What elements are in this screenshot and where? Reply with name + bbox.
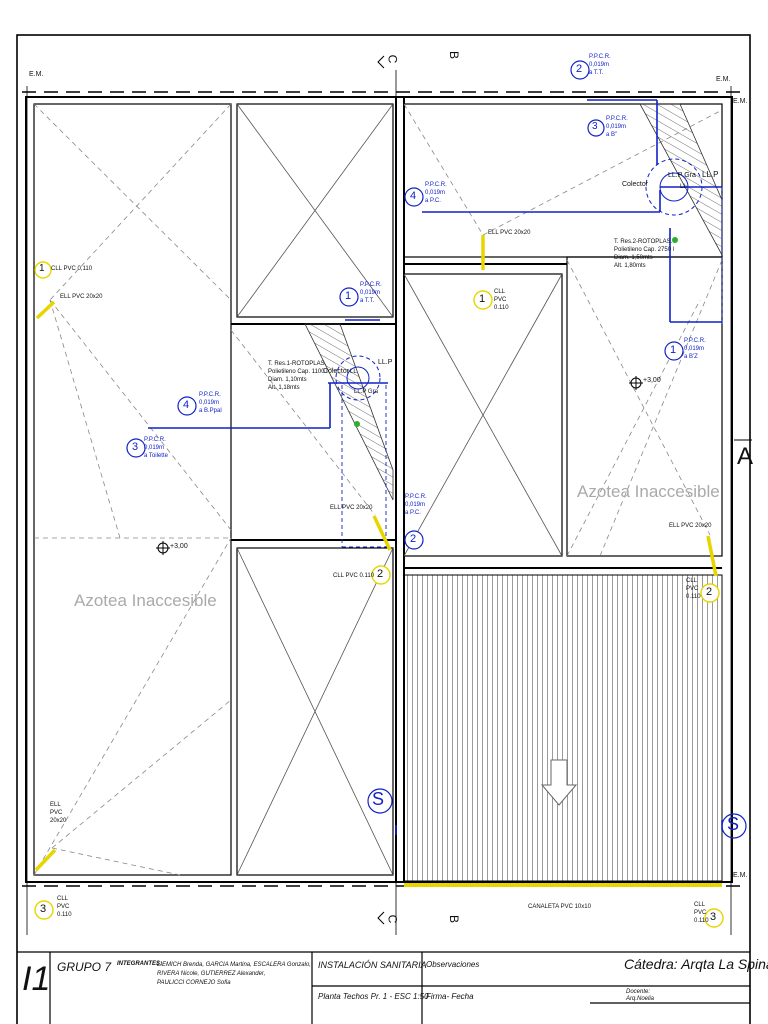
level-label: +3,00 (643, 377, 661, 384)
ll-label: LL (350, 369, 357, 375)
em-label: E.M. (733, 872, 748, 879)
ll-label: LL (680, 184, 687, 190)
signature-label: Firma- Fecha (426, 992, 474, 1001)
cll-label: CLL PVC 0,110 (51, 266, 93, 272)
bubble-3: 3 (710, 911, 717, 923)
em-label: E.M. (29, 71, 44, 78)
bubble-1: 1 (670, 344, 677, 356)
teacher-label: Docente: (626, 989, 651, 995)
sheet-frame (16, 34, 751, 1024)
bubble-1: 1 (39, 263, 45, 274)
title-block (17, 951, 750, 1024)
llp-label: LL.P (702, 170, 719, 179)
bubble-2: 2 (706, 586, 713, 598)
ell-label: ELL PVC 20x20 (488, 230, 531, 236)
em-label: E.M. (733, 98, 748, 105)
bubble-3: 3 (40, 903, 47, 915)
bubble-4: 4 (183, 399, 190, 411)
level-label: +3,00 (170, 543, 188, 550)
bubble-3: 3 (592, 121, 598, 132)
em-label: E.M. (716, 76, 731, 83)
ell-label: ELL PVC 20x20 (60, 294, 103, 300)
bubble-2: 2 (410, 533, 417, 545)
sheet-subtitle: Planta Techos Pr. 1 - ESC 1:50 (318, 992, 429, 1001)
tank1-spec: T. Res.1-ROTOPLAS.Polietileno Cap. 1100 … (268, 361, 328, 391)
sheet-title: INSTALACIÓN SANITARIA (318, 960, 427, 970)
roof-slopes (33, 103, 723, 876)
roof-label-left: Azotea Inaccesible (74, 591, 217, 610)
members-label: INTEGRANTES: (117, 961, 162, 967)
cut-c-label: C (385, 54, 400, 64)
colector-label: Colector (622, 181, 649, 188)
cll-label: CLL PVC 0.110 (333, 573, 375, 579)
drains (34, 235, 718, 872)
group-name: GRUPO 7 (57, 960, 112, 974)
ell-label: ELL PVC 20x20 (330, 505, 373, 511)
teacher-name: Arq.Noelia (626, 996, 655, 1002)
s-mark: S (727, 814, 740, 834)
tanks (335, 158, 703, 401)
bubble-2: 2 (377, 568, 384, 580)
bubble-1: 1 (345, 290, 352, 302)
colector-label: Colector (323, 368, 350, 375)
members-list: LIEMICH Brenda, GARCIA Martina, ESCALERA… (157, 962, 311, 986)
cut-b-label: B (447, 50, 462, 60)
bubble-2: 2 (576, 63, 583, 75)
tank2-spec: T. Res.2-ROTOPLAS.Polietileno Cap. 2750 … (614, 239, 675, 269)
sheet-number: I1 (22, 960, 51, 998)
s-mark: S (372, 789, 385, 809)
canaleta-label: CANALETA PVC 10x10 (528, 904, 591, 910)
chair-name: Cátedra: Arqta La Spina (624, 956, 768, 972)
bubble-1: 1 (479, 293, 486, 305)
cut-a-label: A (737, 443, 754, 470)
llp-gra-label: LL.P Gra (354, 389, 378, 395)
llp-label: LL.P (378, 359, 393, 366)
cut-c-label: C (385, 914, 400, 924)
observations-label: Observaciones (426, 960, 480, 969)
voids (236, 103, 563, 876)
bubble-3: 3 (132, 441, 139, 453)
llp-gra-label: LL.P Gra (668, 172, 696, 179)
cut-b-label: B (447, 914, 462, 924)
bubble-4: 4 (410, 190, 417, 202)
ell-label: ELL PVC 20x20 (669, 523, 712, 529)
roof-label-right: Azotea Inaccesible (577, 482, 720, 501)
